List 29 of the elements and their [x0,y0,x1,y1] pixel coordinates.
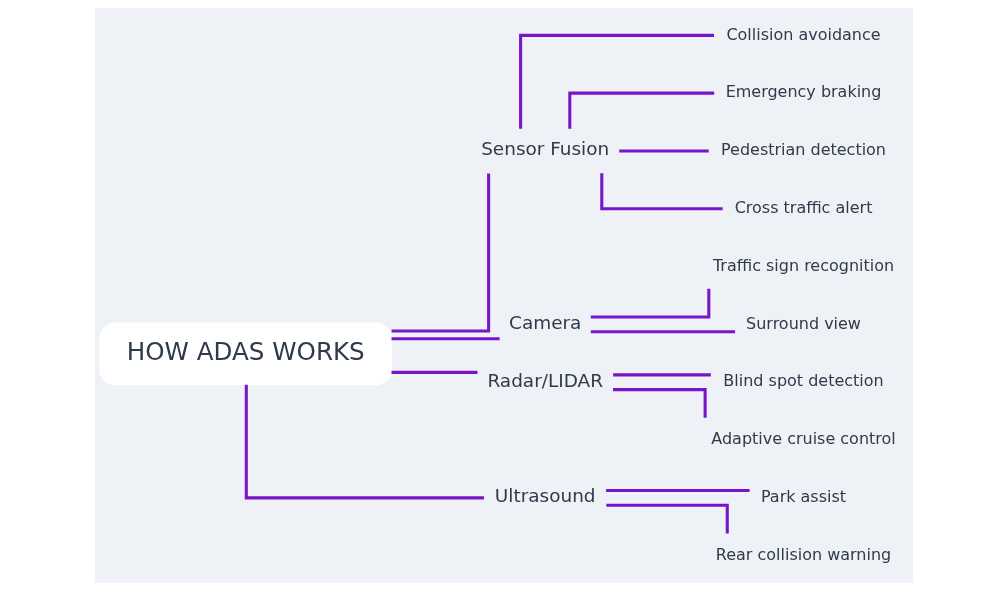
connector [568,91,715,129]
node-text: Surround view [746,313,861,333]
connector [391,370,478,374]
connector [519,33,714,129]
node-text: Cross traffic alert [734,197,873,217]
node-text: Collision avoidance [726,24,881,44]
connector [606,488,750,492]
node-text: Blind spot detection [723,371,884,391]
connector [606,503,729,534]
connector [590,288,711,319]
connector [391,337,500,341]
node-text: Camera [509,311,582,333]
node-text: Rear collision warning [715,544,892,564]
node-text: Adaptive cruise control [711,429,896,449]
node-text: Emergency braking [725,82,882,102]
node-text: Park assist [760,487,847,507]
connector [244,384,484,500]
node-text: Sensor Fusion [481,138,610,160]
connector [613,373,711,377]
node-text: Traffic sign recognition [712,255,895,275]
node-text: Radar/LIDAR [487,369,603,391]
connector [391,173,491,333]
connector [613,388,707,418]
connector [590,330,736,334]
node-text: Pedestrian detection [721,140,887,160]
connector [619,149,709,153]
connector [600,173,723,211]
node-box: HOW ADAS WORKS [99,322,393,386]
node-text: Ultrasound [494,485,596,507]
